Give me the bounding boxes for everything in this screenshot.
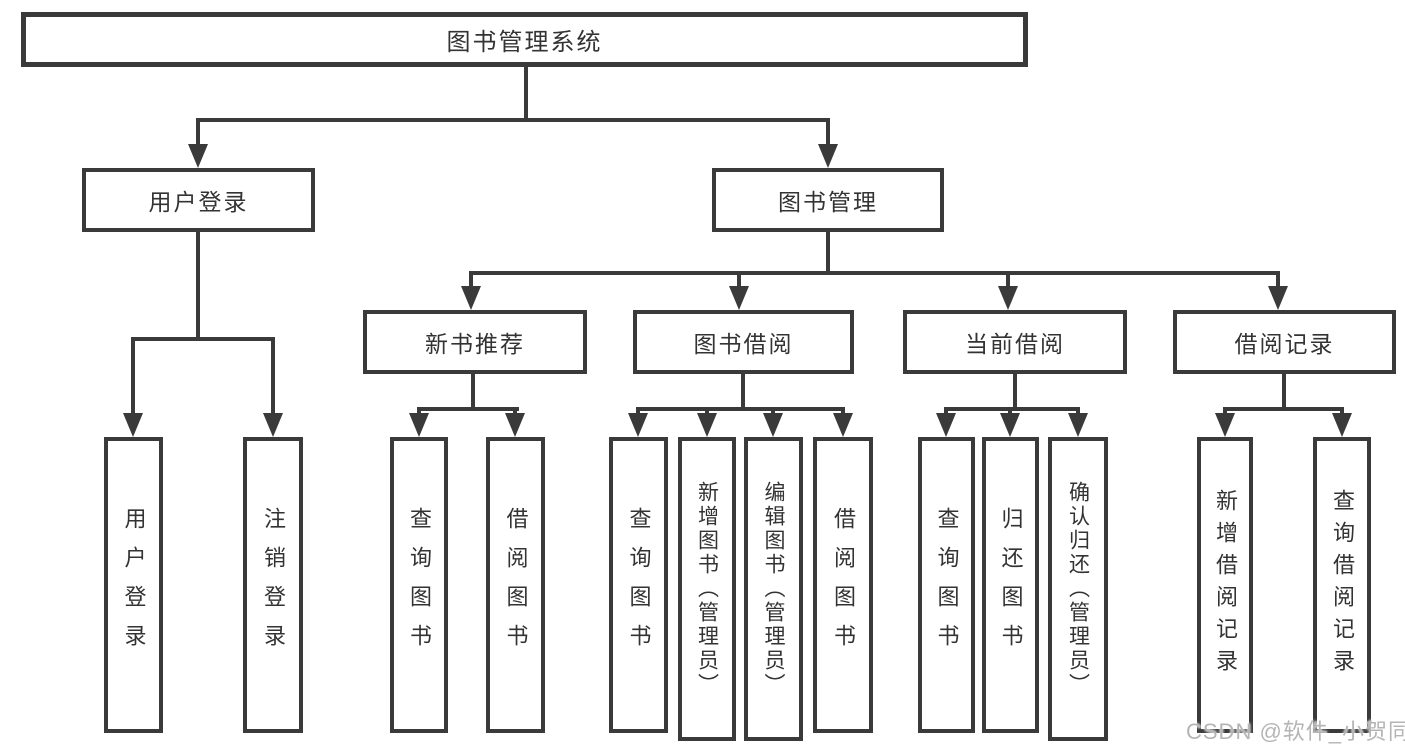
arrow-down-icon: [1000, 413, 1020, 437]
node-user-login: 用户登录: [82, 168, 315, 232]
connector-bookmgmt-drop-1: [469, 271, 473, 288]
connector-records-stub: [1282, 374, 1286, 407]
leaf-logout: 注销登录: [243, 437, 303, 733]
leaf-borrow-books: 借阅图书: [813, 437, 873, 733]
arrow-down-icon: [818, 144, 838, 168]
arrow-down-icon: [628, 413, 648, 437]
arrow-down-icon: [763, 413, 783, 437]
leaf-add-borrow-record: 新增借阅记录: [1197, 437, 1253, 733]
connector-borrow-bar: [636, 407, 845, 411]
connector-borrow-drop-1: [636, 407, 640, 415]
connector-borrow-stub: [741, 374, 745, 407]
connector-root-bar: [196, 118, 830, 122]
csdn-watermark: CSDN @软件_小贺同学: [1186, 719, 1405, 744]
arrow-down-icon: [1068, 413, 1088, 437]
connector-bookmgmt-stub: [826, 232, 830, 271]
arrow-down-icon: [833, 413, 853, 437]
arrow-down-icon: [123, 413, 143, 437]
connector-userlogin-stub: [196, 232, 200, 337]
arrow-down-icon: [461, 286, 481, 310]
connector-borrow-drop-3: [771, 407, 775, 415]
connector-records-drop-1: [1223, 407, 1227, 415]
leaf-borrow-books-recommend: 借阅图书: [486, 437, 545, 733]
node-book-borrow: 图书借阅: [633, 310, 854, 374]
connector-userlogin-bar: [131, 337, 273, 341]
connector-records-bar: [1223, 407, 1344, 411]
node-book-management: 图书管理: [712, 168, 944, 232]
arrow-down-icon: [936, 413, 956, 437]
leaf-edit-books-admin: 编辑图书（管理员）: [744, 437, 803, 741]
leaf-query-books-current: 查询图书: [918, 437, 975, 733]
arrow-down-icon: [1215, 413, 1235, 437]
connector-current-drop-2: [1008, 407, 1012, 415]
arrow-down-icon: [1332, 413, 1352, 437]
arrow-down-icon: [409, 413, 429, 437]
node-new-book-recommend: 新书推荐: [363, 310, 587, 374]
connector-userlogin-drop-1: [131, 337, 135, 413]
connector-recommend-bar: [417, 407, 519, 411]
connector-bookmgmt-drop-4: [1276, 271, 1280, 288]
leaf-add-books-admin: 新增图书（管理员）: [678, 437, 736, 741]
connector-root-stub: [524, 67, 528, 118]
connector-bookmgmt-drop-2: [737, 271, 741, 288]
connector-current-drop-3: [1076, 407, 1080, 415]
connector-current-drop-1: [944, 407, 948, 415]
connector-recommend-drop-2: [513, 407, 517, 415]
connector-current-bar: [944, 407, 1080, 411]
connector-borrow-drop-2: [705, 407, 709, 415]
arrow-down-icon: [998, 286, 1018, 310]
connector-bookmgmt-bar: [469, 271, 1280, 275]
connector-userlogin-drop-2: [271, 337, 275, 413]
leaf-return-books: 归还图书: [982, 437, 1039, 733]
arrow-down-icon: [729, 286, 749, 310]
connector-recommend-stub: [471, 374, 475, 407]
arrow-down-icon: [1268, 286, 1288, 310]
node-current-borrow: 当前借阅: [903, 310, 1127, 374]
arrow-down-icon: [697, 413, 717, 437]
arrow-down-icon: [263, 413, 283, 437]
connector-root-drop-left: [196, 118, 200, 147]
leaf-confirm-return-admin: 确认归还（管理员）: [1048, 437, 1108, 741]
connector-current-stub: [1013, 374, 1017, 407]
connector-recommend-drop-1: [417, 407, 421, 415]
connector-records-drop-2: [1340, 407, 1344, 415]
node-borrow-records: 借阅记录: [1173, 310, 1396, 374]
connector-bookmgmt-drop-3: [1006, 271, 1010, 288]
node-root: 图书管理系统: [21, 12, 1028, 67]
connector-root-drop-right: [826, 118, 830, 147]
leaf-query-books-borrow: 查询图书: [609, 437, 668, 733]
leaf-query-borrow-record: 查询借阅记录: [1313, 437, 1371, 733]
connector-borrow-drop-4: [841, 407, 845, 415]
arrow-down-icon: [188, 144, 208, 168]
arrow-down-icon: [505, 413, 525, 437]
leaf-query-books-recommend: 查询图书: [390, 437, 448, 733]
leaf-user-login: 用户登录: [104, 437, 163, 733]
